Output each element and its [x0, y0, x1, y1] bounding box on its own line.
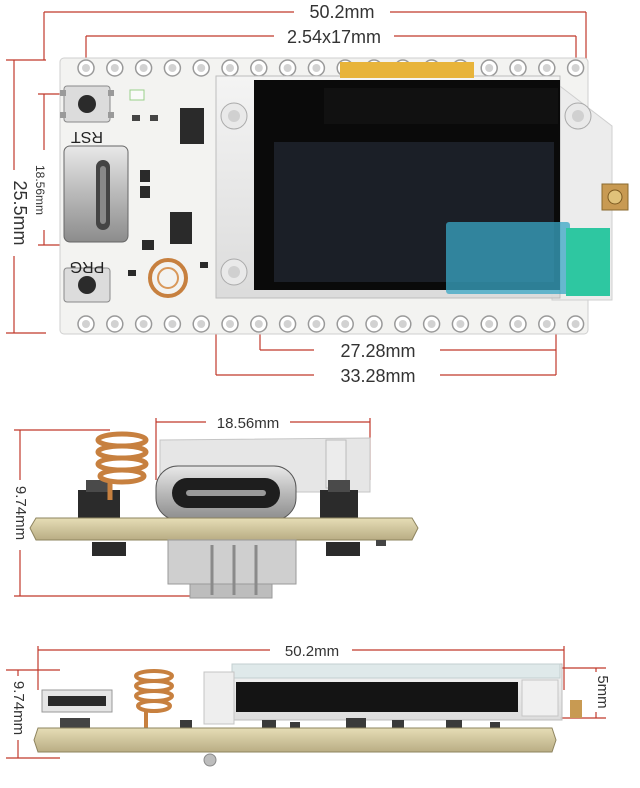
front-width-label: 50.2mm [285, 643, 339, 660]
pin-header-bottom [77, 315, 585, 333]
usb-c-connector [63, 145, 129, 243]
display-thickness-label: 5mm [594, 675, 611, 708]
header-pin-hole [283, 64, 292, 72]
header-pin-hole [197, 320, 206, 328]
side-usb-width-label: 18.56mm [217, 415, 280, 432]
header-pin-hole [254, 320, 263, 328]
top-view: RST 18.56mm PRG [6, 2, 629, 386]
pitch-label: 2.54x17mm [287, 27, 381, 47]
smd-components [128, 108, 208, 276]
header-pin-hole [514, 320, 522, 328]
header-pin-hole [110, 320, 119, 328]
display-total-label: 33.28mm [340, 366, 415, 386]
rst-button [60, 85, 114, 123]
header-pin-hole [427, 320, 436, 328]
header-pin-hole [168, 320, 177, 328]
usb-width-label: 18.56mm [33, 165, 47, 215]
header-pin-hole [82, 320, 90, 328]
status-led [129, 89, 145, 101]
header-pin-hole [197, 64, 206, 72]
side-view: 18.56mm 9.74mm [12, 415, 419, 599]
height-label: 25.5mm [10, 180, 30, 245]
ipex-connector [601, 183, 629, 211]
header-pin-hole [139, 64, 148, 72]
rst-label: RST [71, 128, 103, 145]
spring-antenna-front [134, 669, 174, 728]
pin-header-side [167, 539, 297, 599]
pcb-edge-front [33, 727, 557, 753]
header-pin-hole [485, 320, 494, 328]
header-pin-hole [370, 320, 378, 328]
header-pin-hole [542, 64, 551, 72]
header-pin-hole [571, 320, 580, 328]
front-height-label: 9.74mm [10, 681, 27, 735]
header-pin-hole [542, 320, 551, 328]
header-pin-hole [226, 64, 234, 72]
prg-button [63, 267, 111, 303]
header-pin-hole [283, 320, 292, 328]
protective-film [446, 222, 570, 294]
header-pin-hole [312, 64, 321, 72]
pcb-edge-side [29, 517, 419, 541]
header-pin-hole [571, 64, 580, 72]
header-pin-hole [398, 320, 407, 328]
front-view: 50.2mm 9.74mm 5mm [6, 643, 611, 767]
header-pin-hole [341, 320, 350, 328]
header-pin-hole [485, 64, 494, 72]
header-pin-hole [514, 64, 522, 72]
header-pin-hole [82, 64, 90, 72]
header-pin-hole [254, 64, 263, 72]
header-pin-hole [110, 64, 119, 72]
width-label: 50.2mm [309, 2, 374, 22]
header-pin-hole [139, 320, 148, 328]
side-height-label: 9.74mm [12, 486, 29, 540]
header-pin-hole [168, 64, 177, 72]
prg-label: PRG [70, 258, 105, 275]
spring-antenna-side [95, 431, 149, 500]
header-pin-hole [456, 320, 465, 328]
display-visible-label: 27.28mm [340, 341, 415, 361]
header-pin-hole [312, 320, 321, 328]
usb-c-port-side [155, 465, 297, 521]
spring-antenna [148, 258, 188, 298]
header-pin-hole [226, 320, 234, 328]
